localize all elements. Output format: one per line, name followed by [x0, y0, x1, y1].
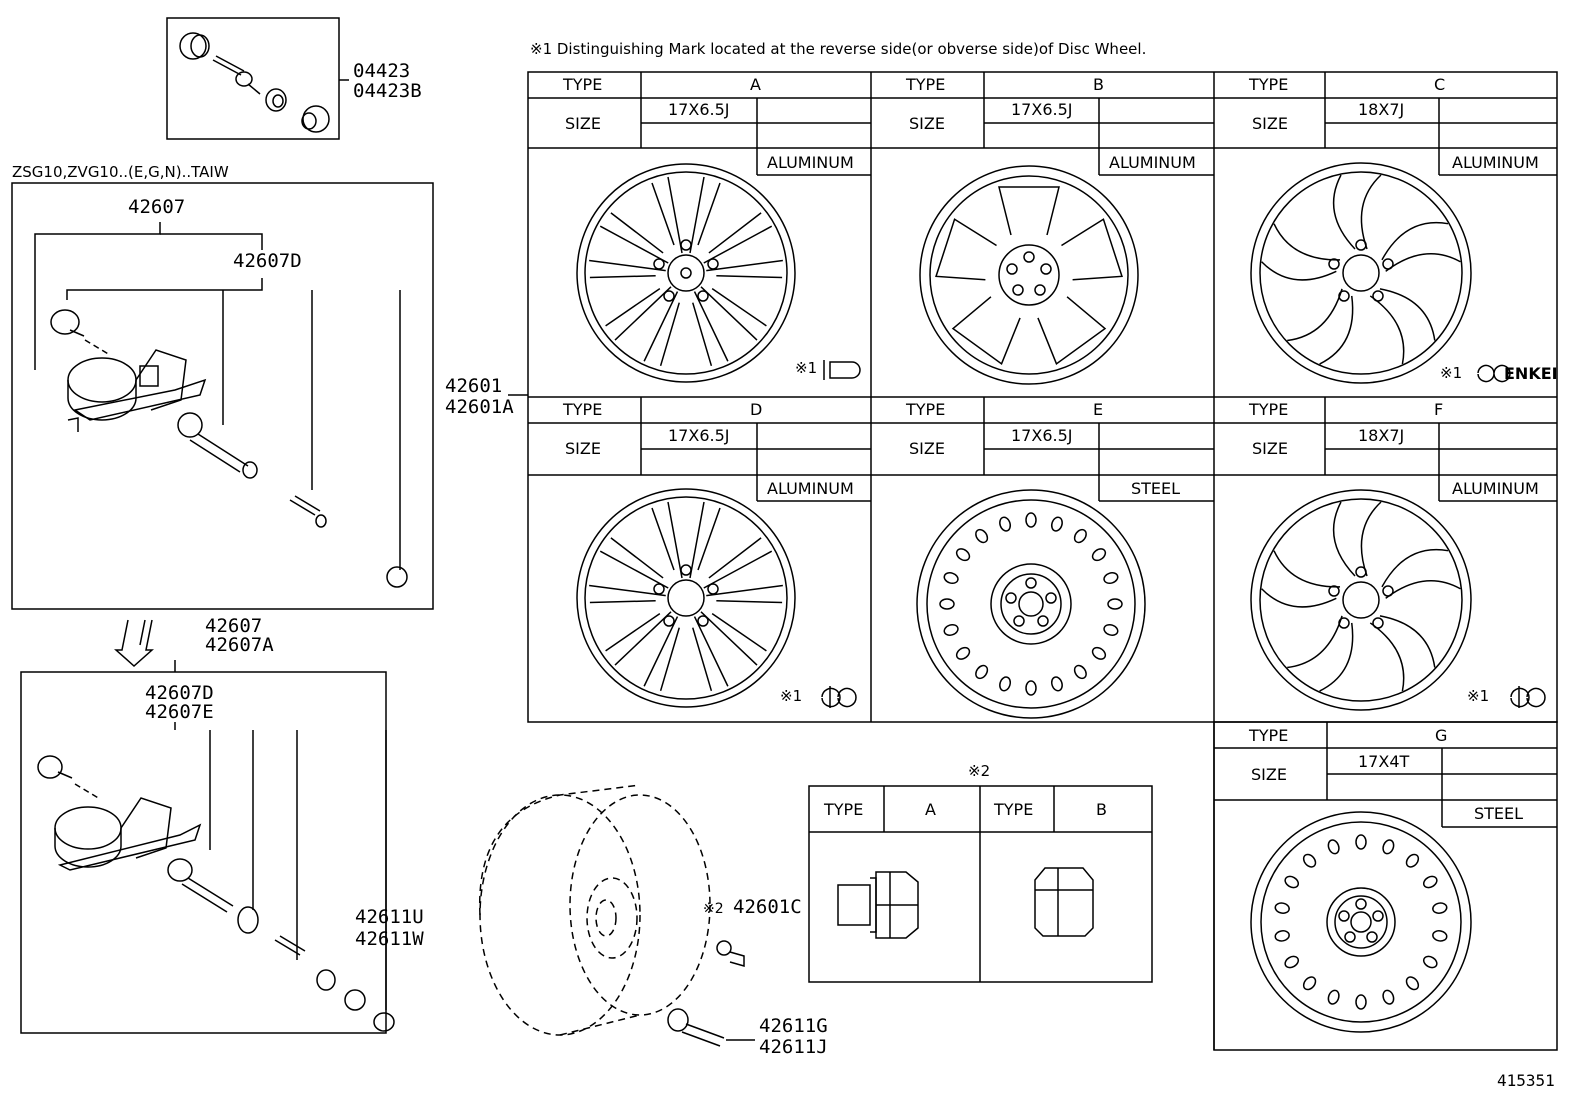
wheel-g-material: STEEL — [1474, 804, 1524, 823]
mark-symbol-a-icon — [823, 360, 861, 380]
nut-b-type: B — [1096, 800, 1107, 819]
wheel-a-size: 17X6.5J — [668, 100, 730, 119]
wheel-d-material: ALUMINUM — [767, 479, 854, 498]
nut-table-note: ※2 — [968, 762, 991, 780]
wheel-f-material: ALUMINUM — [1452, 479, 1539, 498]
wheel-g-type-header: TYPE — [1249, 726, 1289, 745]
wheel-c-mark-text: ENKEI — [1504, 364, 1558, 383]
part-42607-mid[interactable]: 42607 — [205, 615, 263, 637]
wheel-f-mark: ※1 — [1467, 687, 1490, 705]
wheel-f-type: F — [1434, 400, 1444, 419]
wheel-d-icon — [576, 488, 796, 708]
part-42601C[interactable]: 42601C — [733, 896, 802, 918]
box-tpms-bottom — [20, 671, 387, 1034]
nut-b-type-header: TYPE — [994, 800, 1034, 819]
tire-sketch — [478, 784, 711, 1036]
part-42607-top[interactable]: 42607 — [128, 196, 186, 218]
mark-symbol-d-icon — [821, 686, 857, 708]
down-arrow-icon — [114, 619, 154, 668]
wheel-c-icon — [1250, 162, 1472, 384]
tpms-sensor-top-icon — [50, 309, 408, 588]
wheel-b-icon — [919, 165, 1139, 385]
wheel-a-material: ALUMINUM — [767, 153, 854, 172]
part-42607E[interactable]: 42607E — [145, 701, 214, 723]
box-04423 — [166, 17, 340, 140]
figure-id: 415351 — [1497, 1071, 1555, 1090]
wheel-d-size: 17X6.5J — [668, 426, 730, 445]
part-42611W[interactable]: 42611W — [355, 928, 424, 950]
distinguishing-mark-note: ※1 Distinguishing Mark located at the re… — [530, 40, 1147, 58]
wheel-d-size-header: SIZE — [565, 439, 601, 458]
wheel-e-type-header: TYPE — [906, 400, 946, 419]
wheel-b-size-header: SIZE — [909, 114, 945, 133]
lug-nut-b-icon — [1034, 867, 1094, 937]
mark-symbol-f-icon — [1510, 686, 1546, 708]
wheel-f-icon — [1250, 489, 1472, 711]
part-42607D-top[interactable]: 42607D — [233, 250, 302, 272]
wheel-g-icon — [1250, 811, 1472, 1033]
part-42607A[interactable]: 42607A — [205, 634, 274, 656]
part-42601[interactable]: 42601 — [445, 375, 503, 397]
wheel-g-size: 17X4T — [1358, 752, 1410, 771]
wheel-d-type-header: TYPE — [563, 400, 603, 419]
part-42601C-mark: ※2 — [703, 901, 724, 917]
wheel-g-size-header: SIZE — [1251, 765, 1287, 784]
wheel-a-mark: ※1 — [795, 359, 818, 377]
model-label: ZSG10,ZVG10..(E,G,N)..TAIW — [12, 163, 229, 181]
valve-cap-icon — [179, 32, 330, 133]
header-grid-row1 — [528, 72, 1557, 176]
wheel-c-size-header: SIZE — [1252, 114, 1288, 133]
wheel-g-type: G — [1435, 726, 1448, 745]
part-42607D-bottom[interactable]: 42607D — [145, 682, 214, 704]
wheel-e-icon — [916, 489, 1146, 719]
nut-a-type-header: TYPE — [824, 800, 864, 819]
part-42611J[interactable]: 42611J — [759, 1036, 828, 1058]
wheel-e-size: 17X6.5J — [1011, 426, 1073, 445]
header-grid-row2 — [528, 397, 1557, 502]
wheel-f-size-header: SIZE — [1252, 439, 1288, 458]
nut-table — [808, 785, 1153, 983]
wheel-c-type: C — [1434, 75, 1446, 94]
wheel-b-type-header: TYPE — [906, 75, 946, 94]
wheel-a-size-header: SIZE — [565, 114, 601, 133]
wheel-d-mark: ※1 — [780, 687, 803, 705]
part-04423[interactable]: 04423 — [353, 60, 411, 82]
wheel-a-type: A — [750, 75, 761, 94]
wheel-e-type: E — [1093, 400, 1104, 419]
wheel-e-size-header: SIZE — [909, 439, 945, 458]
tpms-sensor-bottom-icon — [37, 755, 395, 1032]
nut-a-type: A — [925, 800, 936, 819]
wheel-c-size: 18X7J — [1358, 100, 1405, 119]
wheel-a-icon — [576, 163, 796, 383]
wheel-a-type-header: TYPE — [563, 75, 603, 94]
wheel-f-type-header: TYPE — [1249, 400, 1289, 419]
mark-symbol-c-icon — [1477, 364, 1511, 383]
box-tpms-top — [11, 182, 434, 610]
lug-nut-a-icon — [837, 871, 919, 939]
wheel-b-material: ALUMINUM — [1109, 153, 1196, 172]
valve-stem-icon — [667, 940, 755, 1047]
part-42601A[interactable]: 42601A — [445, 396, 514, 418]
wheel-c-material: ALUMINUM — [1452, 153, 1539, 172]
wheel-e-material: STEEL — [1131, 479, 1181, 498]
wheel-g-cell — [1213, 721, 1558, 1051]
wheel-c-mark: ※1 — [1440, 364, 1463, 382]
wheel-b-type: B — [1093, 75, 1104, 94]
wheel-b-size: 17X6.5J — [1011, 100, 1073, 119]
part-42611U[interactable]: 42611U — [355, 906, 424, 928]
part-42611G[interactable]: 42611G — [759, 1015, 828, 1037]
wheel-f-size: 18X7J — [1358, 426, 1405, 445]
wheel-d-type: D — [750, 400, 763, 419]
part-04423B[interactable]: 04423B — [353, 80, 422, 102]
wheel-c-type-header: TYPE — [1249, 75, 1289, 94]
